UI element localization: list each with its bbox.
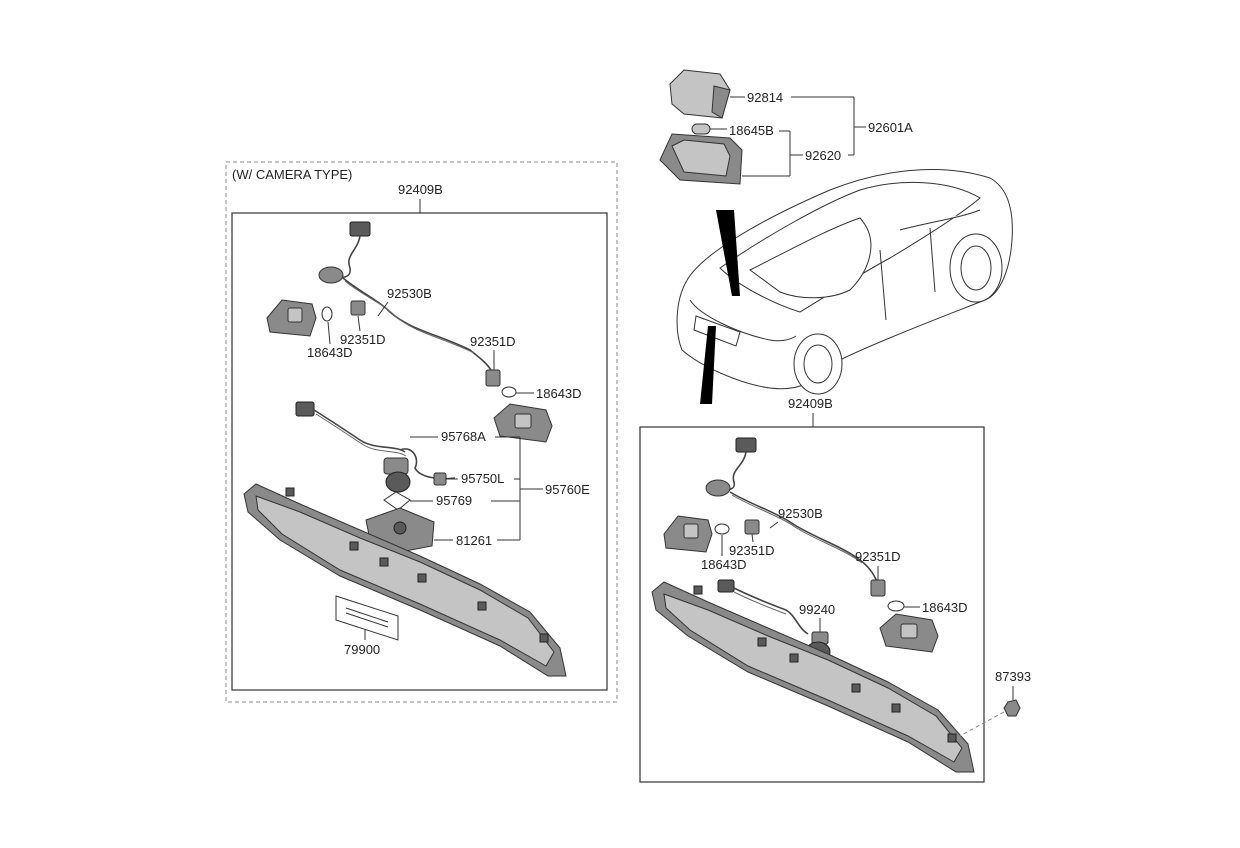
right-panel: 92409B 92530B 92351D 18643D 92351D 18643… — [639, 396, 1031, 783]
label-plate-icon — [335, 595, 399, 641]
camera-type-frame — [225, 161, 618, 703]
left-bulb-right-icon — [501, 386, 517, 398]
variant-label: (W/ CAMERA TYPE) — [232, 167, 352, 182]
right-bulb-right-label: 18643D — [922, 600, 968, 615]
lamp-assembly-label: 92601A — [868, 120, 913, 135]
right-camera-label: 99240 — [799, 602, 835, 617]
left-socket-label: 92351D — [340, 332, 386, 347]
left-camera-harness — [295, 401, 456, 493]
label-plate-label: 79900 — [344, 642, 380, 657]
gasket-icon — [383, 491, 411, 511]
right-bulb-left-icon — [714, 523, 730, 535]
left-lamp-housing — [266, 299, 366, 337]
left-bulb-label: 18643D — [307, 345, 353, 360]
left-wiring-label: 92530B — [387, 286, 432, 301]
right-assembly-label: 92409B — [788, 396, 833, 411]
left-bulb-right-label: 18643D — [536, 386, 582, 401]
clip-icon — [1003, 699, 1021, 717]
right-socket-left-icon — [744, 519, 760, 535]
rear-lamp-pointer — [700, 326, 716, 404]
left-camera-icon — [385, 471, 411, 493]
top-lamp-assembly: 92814 18645B 92620 92601A — [659, 69, 913, 185]
right-socket-left-label: 92351D — [729, 543, 775, 558]
right-wiring-label: 92530B — [778, 506, 823, 521]
housing-label: 92620 — [805, 148, 841, 163]
lens-label: 92814 — [747, 90, 783, 105]
camera-harness-label: 95750L — [461, 471, 504, 486]
right-socket-right-label: 92351D — [855, 549, 901, 564]
left-assembly-label: 92409B — [398, 182, 443, 197]
left-socket-right-label: 92351D — [470, 334, 516, 349]
top-lamp-pointer — [716, 210, 740, 296]
top-bulb-icon — [691, 123, 711, 135]
gasket-label: 95769 — [436, 493, 472, 508]
left-wiring-harness — [318, 221, 501, 387]
car-illustration — [676, 169, 1013, 404]
clip-label: 87393 — [995, 669, 1031, 684]
camera-cover-label: 81261 — [456, 533, 492, 548]
left-bulb-icon — [321, 306, 333, 322]
right-stop-lamp-bar — [651, 581, 975, 773]
right-bulb-right-icon — [887, 600, 905, 612]
right-bulb-left-label: 18643D — [701, 557, 747, 572]
left-stop-lamp-bar — [243, 483, 567, 677]
left-panel: (W/ CAMERA TYPE) 92409B 92530B 92351D 18… — [225, 161, 618, 703]
camera-assembly-label: 95760E — [545, 482, 590, 497]
right-assembly-box — [639, 426, 985, 783]
camera-bracket-label: 95768A — [441, 429, 486, 444]
left-assembly-box — [231, 212, 608, 691]
left-socket-icon — [350, 300, 366, 316]
top-bulb-label: 18645B — [729, 123, 774, 138]
right-wiring-harness — [705, 437, 886, 597]
